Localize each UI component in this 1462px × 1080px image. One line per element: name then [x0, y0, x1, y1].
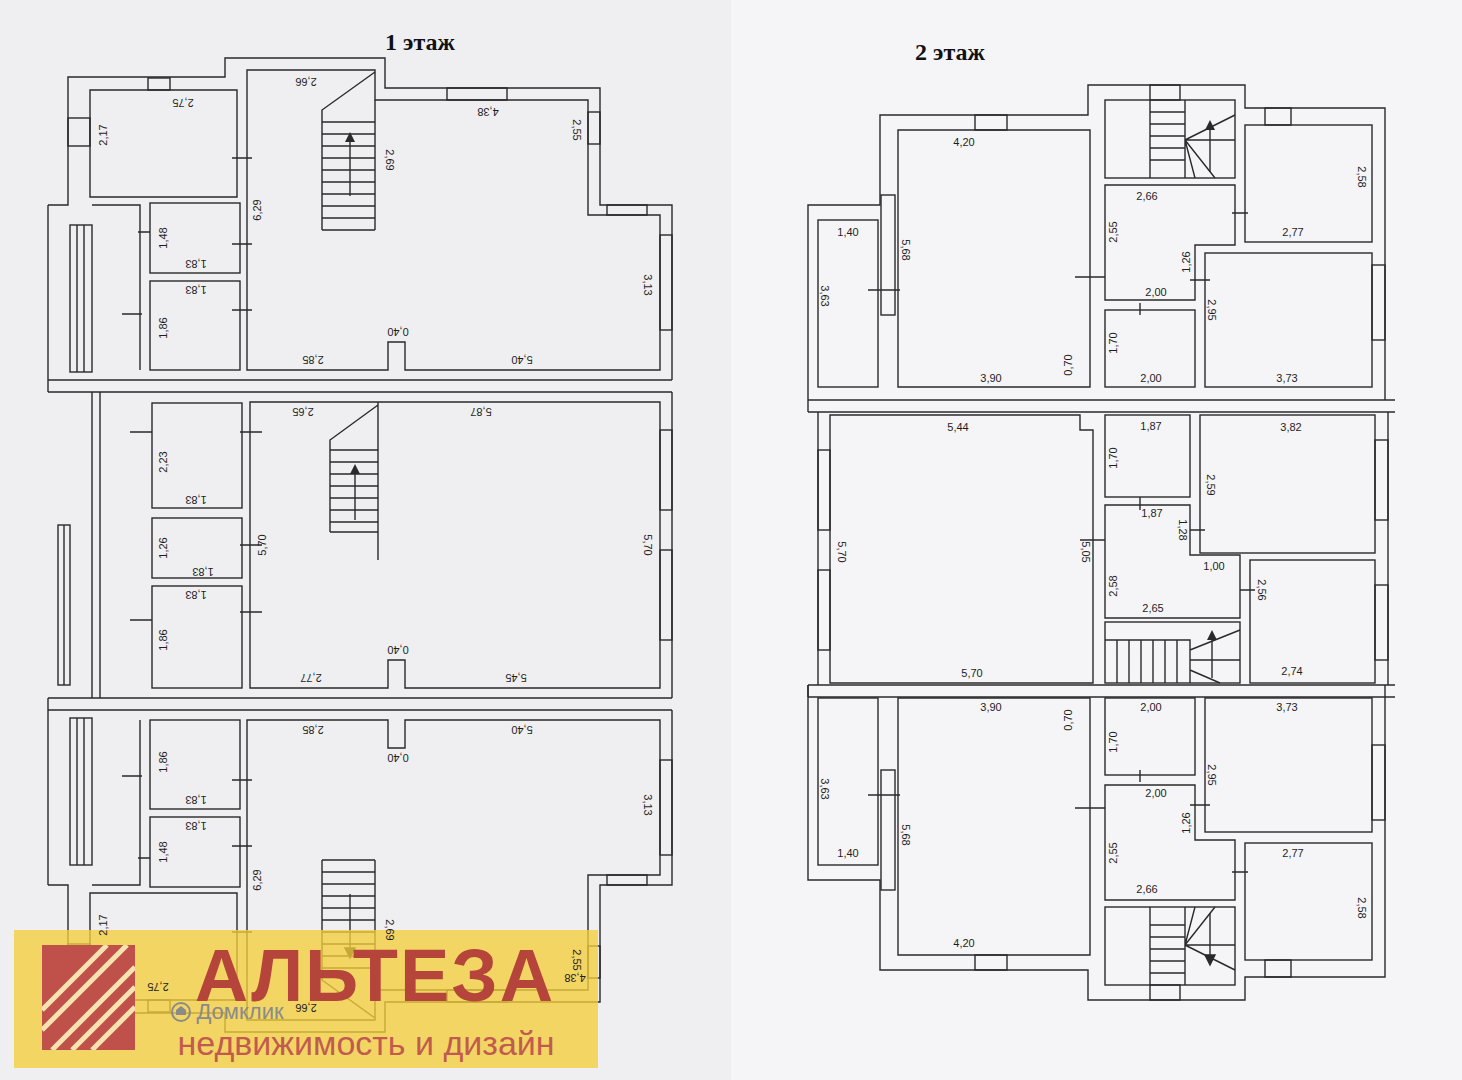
dimension-label: 1,28: [1177, 519, 1189, 540]
dimension-label: 5,70: [836, 541, 848, 562]
dimension-label: 2,00: [1145, 286, 1166, 298]
dimension-label: 5,87: [470, 406, 491, 418]
dimension-label: 3,63: [819, 778, 831, 799]
dimension-label: 4,38: [477, 106, 498, 118]
dimension-label: 4,38: [564, 972, 585, 984]
dimension-label: 1,83: [185, 258, 206, 270]
dimension-label: 5,70: [642, 534, 654, 555]
dimension-label: 3,90: [980, 372, 1001, 384]
dimension-label: 1,00: [1203, 560, 1224, 572]
dimension-label: 1,86: [157, 629, 169, 650]
dimension-label: 1,83: [185, 284, 206, 296]
dimension-label: 2,55: [571, 119, 583, 140]
dimension-label: 2,66: [295, 76, 316, 88]
dimension-label: 1,48: [157, 841, 169, 862]
dimension-label: 5,40: [511, 724, 532, 736]
dimension-label: 2,00: [1140, 372, 1161, 384]
dimension-label: 0,40: [387, 326, 408, 338]
floor-heading: 1 этаж: [385, 29, 455, 56]
dimension-label: 5,40: [511, 354, 532, 366]
dimension-label: 2,58: [1356, 166, 1368, 187]
dimension-label: 6,29: [251, 869, 263, 890]
watermark-slogan: недвижимость и дизайн: [177, 1024, 554, 1063]
dimension-label: 1,70: [1107, 447, 1119, 468]
dimension-label: 1,83: [185, 794, 206, 806]
dimension-label: 1,70: [1107, 731, 1119, 752]
watermark-logo: [42, 945, 135, 1050]
dimension-label: 1,86: [157, 751, 169, 772]
dimension-label: 3,73: [1276, 372, 1297, 384]
dimension-label: 1,40: [837, 847, 858, 859]
dimension-label: 1,48: [157, 227, 169, 248]
dimension-label: 1,26: [1180, 251, 1192, 272]
dimension-label: 5,44: [947, 421, 968, 433]
dimension-label: 1,86: [157, 317, 169, 338]
dimension-label: 1,87: [1140, 420, 1161, 432]
dimension-label: 2,74: [1281, 665, 1302, 677]
watermark-panel: [14, 930, 598, 1068]
dimension-label: 1,83: [192, 566, 213, 578]
dimension-label: 1,83: [185, 820, 206, 832]
dimension-label: 2,56: [1256, 579, 1268, 600]
dimension-label: 0,70: [1062, 709, 1074, 730]
dimension-label: 5,05: [1080, 541, 1092, 562]
dimension-label: 0,40: [387, 644, 408, 656]
dimension-label: 2,65: [1142, 602, 1163, 614]
dimension-label: 3,82: [1280, 421, 1301, 433]
dimension-label: 2,66: [1136, 190, 1157, 202]
dimension-label: 2,85: [302, 354, 323, 366]
dimension-label: 2,75: [147, 981, 168, 993]
dimension-label: 2,17: [97, 124, 109, 145]
dimension-label: 3,13: [642, 794, 654, 815]
dimension-label: 1,26: [1180, 812, 1192, 833]
dimension-label: 1,70: [1107, 332, 1119, 353]
dimension-label: 5,45: [505, 672, 526, 684]
dimension-label: 2,85: [302, 724, 323, 736]
watermark-text: Домклик: [196, 999, 283, 1025]
dimension-label: 2,55: [1107, 842, 1119, 863]
dimension-label: 2,58: [1356, 897, 1368, 918]
dimension-label: 4,20: [953, 136, 974, 148]
dimension-label: 2,75: [172, 97, 193, 109]
dimension-label: 1,83: [185, 494, 206, 506]
dimension-label: 0,40: [387, 752, 408, 764]
dimension-label: 2,17: [97, 914, 109, 935]
dimension-label: 1,87: [1141, 507, 1162, 519]
dimension-label: 2,66: [1136, 883, 1157, 895]
dimension-label: 1,83: [185, 589, 206, 601]
dimension-label: 5,68: [900, 824, 912, 845]
dimension-label: 2,77: [1282, 847, 1303, 859]
floor-heading: 2 этаж: [915, 39, 985, 66]
dimension-label: 2,55: [571, 949, 583, 970]
dimension-label: 2,59: [1205, 474, 1217, 495]
dimension-label: 2,58: [1107, 575, 1119, 596]
dimension-label: 5,70: [961, 667, 982, 679]
dimension-label: 2,00: [1145, 787, 1166, 799]
dimension-label: 5,68: [900, 239, 912, 260]
dimension-label: 3,90: [980, 701, 1001, 713]
dimension-label: 2,95: [1206, 299, 1218, 320]
dimension-label: 0,70: [1062, 354, 1074, 375]
dimension-label: 3,13: [642, 274, 654, 295]
dimension-label: 2,77: [300, 672, 321, 684]
dimension-label: 2,65: [292, 406, 313, 418]
dimension-label: 1,40: [837, 226, 858, 238]
watermark-icon: [172, 1003, 190, 1021]
dimension-label: 3,73: [1276, 701, 1297, 713]
dimension-label: 2,69: [384, 149, 396, 170]
dimension-label: 3,63: [819, 285, 831, 306]
dimension-label: 2,55: [1107, 221, 1119, 242]
dimension-label: 2,00: [1140, 701, 1161, 713]
dimension-label: 5,70: [256, 534, 268, 555]
dimension-label: 1,26: [157, 537, 169, 558]
dimension-label: 2,95: [1206, 764, 1218, 785]
dimension-label: 2,23: [157, 451, 169, 472]
dimension-label: 6,29: [251, 199, 263, 220]
dimension-label: 4,20: [953, 937, 974, 949]
dimension-label: 2,77: [1282, 226, 1303, 238]
